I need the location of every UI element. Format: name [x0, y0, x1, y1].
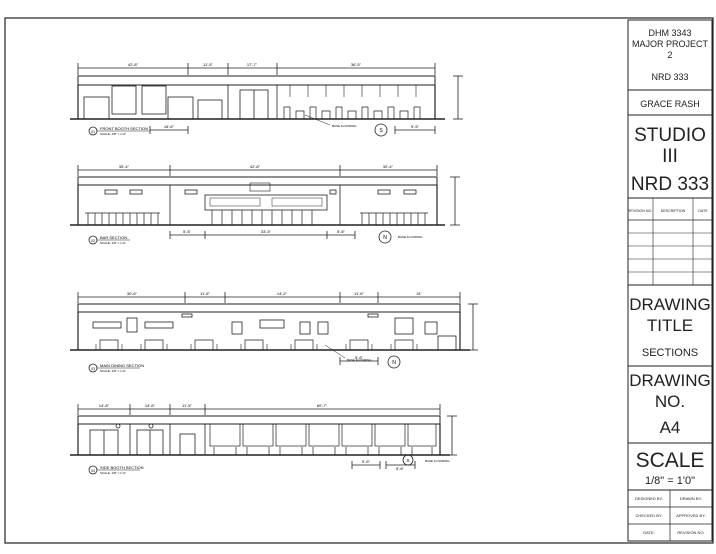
section-scale: SCALE: 1/8" = 1'-0" — [100, 132, 126, 136]
dim-label: 30'-4" — [383, 164, 394, 169]
drawing-title: SECTIONS — [642, 347, 698, 359]
studio-line-2: III — [662, 146, 678, 167]
dim-label: 5'-6" — [362, 459, 371, 464]
sheet-border — [4, 17, 714, 544]
drawing-number: A4 — [660, 418, 681, 437]
designed-by-label: DESIGNED BY: — [635, 496, 663, 501]
front-booth-section — [70, 63, 463, 137]
dim-label: 42'-8" — [128, 62, 139, 67]
drawn-by-label: DRAWN BY: — [680, 496, 702, 501]
dim-label: 5'-6" — [396, 466, 405, 471]
dim-label: 35'-4" — [119, 164, 130, 169]
section-label: BAR SECTION — [100, 235, 127, 240]
dim-label: 9'-5" — [411, 124, 420, 129]
dim-label: 5'-6" — [183, 229, 192, 234]
dim-label: 33'-5" — [261, 229, 272, 234]
section-label: MAIN DINING SECTION — [100, 363, 144, 368]
section-scale: SCALE: 1/8" = 1'-0" — [100, 369, 126, 373]
dim-label: 5'-6" — [337, 229, 346, 234]
course-number: DHM 3343 — [648, 28, 691, 38]
section-number: 03 — [91, 367, 95, 371]
dim-label: 14'-2" — [277, 291, 288, 296]
dim-label: 18'-6" — [164, 124, 175, 129]
title-block: DHM 3343 MAJOR PROJECT 2 NRD 333 GRACE R… — [628, 28, 712, 541]
revision-no-label: REVISION NO. — [677, 530, 704, 535]
project-line-1: MAJOR PROJECT — [632, 39, 709, 49]
dim-label: 60'-7" — [317, 403, 328, 408]
dim-label: 42'-8" — [250, 164, 261, 169]
north-arrow-label: S — [406, 458, 409, 463]
approved-by-label: APPROVED BY: — [676, 513, 706, 518]
dim-label: 17'-7" — [247, 62, 258, 67]
bar-section — [70, 165, 460, 245]
section-number: 02 — [91, 239, 95, 243]
scale-label: SCALE — [636, 449, 705, 472]
note-label: BASE FLOORING — [347, 358, 372, 362]
north-arrow-label: N — [392, 360, 396, 366]
dim-label: 11'-5" — [182, 403, 192, 408]
drawing-title-label-2: TITLE — [647, 316, 693, 335]
dim-label: 30'-6" — [127, 291, 138, 296]
course-code: NRD 333 — [651, 72, 688, 82]
checked-by-label: CHECKED BY: — [636, 513, 663, 518]
sign-off-grid: DESIGNED BY: DRAWN BY: CHECKED BY: APPRO… — [628, 490, 712, 541]
dim-label: 14'-8" — [99, 403, 110, 408]
dim-label: 11'-5" — [203, 62, 213, 67]
north-arrow-label: N — [383, 235, 387, 241]
section-scale: SCALE: 1/8" = 1'-0" — [100, 241, 126, 245]
date-label: DATE: — [643, 530, 654, 535]
description-header: DESCRIPTION — [661, 209, 686, 213]
drawing-no-label-1: DRAWING — [629, 371, 711, 390]
dim-label: 36'-5" — [351, 62, 362, 67]
drawing-no-label-2: NO. — [655, 392, 685, 411]
note-label: BASE FLOORING — [425, 459, 450, 463]
note-label: BASE FLOORING — [332, 124, 357, 128]
main-dining-section — [70, 292, 478, 373]
note-label: BASE FLOORING — [398, 235, 423, 239]
dim-label: 11'-6" — [200, 291, 210, 296]
section-label: FRONT BOOTH SECTION — [100, 126, 148, 131]
dim-label: 5'-6" — [355, 355, 364, 360]
drawing-title-label-1: DRAWING — [629, 295, 711, 314]
dim-label: 11'-6" — [354, 291, 364, 296]
revision-no-header: REVISION NO. — [628, 209, 653, 213]
revision-table: REVISION NO. DESCRIPTION DATE — [628, 198, 712, 286]
designer-name: GRACE RASH — [640, 99, 700, 109]
dim-label: 31' — [416, 291, 421, 296]
section-number: 01 — [91, 130, 95, 134]
side-booth-labels: 14'-8" 14'-6" 11'-5" 60'-7" 5'-6" 5'-6" … — [91, 403, 450, 475]
dim-label: 14'-6" — [145, 403, 156, 408]
studio-line-1: STUDIO — [634, 125, 706, 146]
project-line-2: 2 — [667, 50, 672, 60]
section-label: SIDE BOOTH SECTION — [100, 465, 144, 470]
bar-labels: 35'-4" 42'-8" 30'-4" 5'-6" 33'-5" 5'-6" … — [91, 164, 423, 245]
section-number: 04 — [91, 469, 95, 473]
scale-value: 1/8" = 1'0" — [645, 475, 695, 487]
north-arrow-label: S — [379, 128, 383, 134]
main-dining-labels: 30'-6" 11'-6" 14'-2" 11'-6" 31' 5'-6" 03… — [91, 291, 422, 373]
section-scale: SCALE: 1/8" = 1'-0" — [100, 471, 126, 475]
date-header: DATE — [698, 209, 708, 213]
front-booth-labels: 42'-8" 11'-5" 17'-7" 36'-5" 18'-6" 9'-5"… — [91, 62, 420, 136]
studio-code: NRD 333 — [631, 174, 709, 195]
side-booth-section — [70, 404, 457, 475]
